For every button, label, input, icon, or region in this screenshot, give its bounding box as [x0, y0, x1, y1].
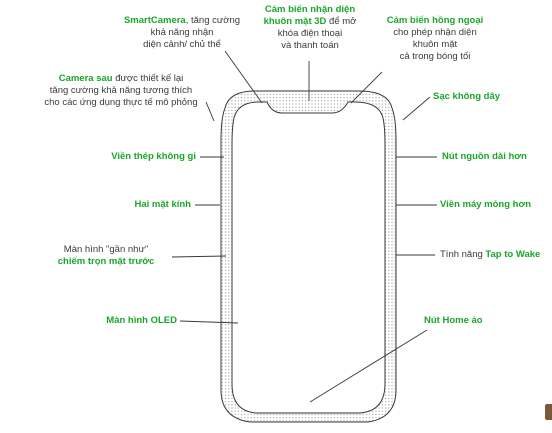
phone-frame — [220, 90, 397, 423]
label-bezel: Viền máy mỏng hơn — [440, 199, 532, 210]
label-steel-frame: Viền thép không gỉ — [111, 151, 196, 162]
pointer-lines — [171, 50, 437, 403]
label-oled: Màn hình OLED — [106, 315, 177, 326]
pointer-home — [309, 329, 428, 403]
label-full-screen: Màn hình "gần như" chiếm trọn mặt trước — [57, 244, 155, 267]
label-home: Nút Home ảo — [424, 315, 483, 326]
pointer-wireless — [402, 96, 431, 121]
label-smartcamera: SmartCamera, tăng cường khả năng nhận di… — [123, 15, 241, 50]
corner-mark — [545, 404, 552, 420]
pointer-rear-camera — [205, 101, 215, 122]
pointer-full-screen — [171, 255, 227, 258]
label-infrared: Cảm biến hồng ngoại cho phép nhận diện k… — [386, 15, 484, 62]
pointer-infrared — [350, 71, 383, 104]
label-rear-camera: Camera sau được thiết kế lại tăng cường … — [44, 73, 198, 108]
label-battery: Nút nguồn dài hơn — [442, 151, 527, 162]
label-sensor3d: Cảm biến nhận diện khuôn mặt 3D để mở kh… — [263, 4, 357, 51]
pointer-smartcamera — [224, 50, 263, 104]
label-wireless: Sạc không dây — [433, 91, 501, 102]
pointer-oled — [179, 320, 239, 324]
label-tap-wake: Tính năng Tap to Wake — [440, 249, 541, 260]
label-glass: Hai mặt kính — [134, 199, 192, 210]
